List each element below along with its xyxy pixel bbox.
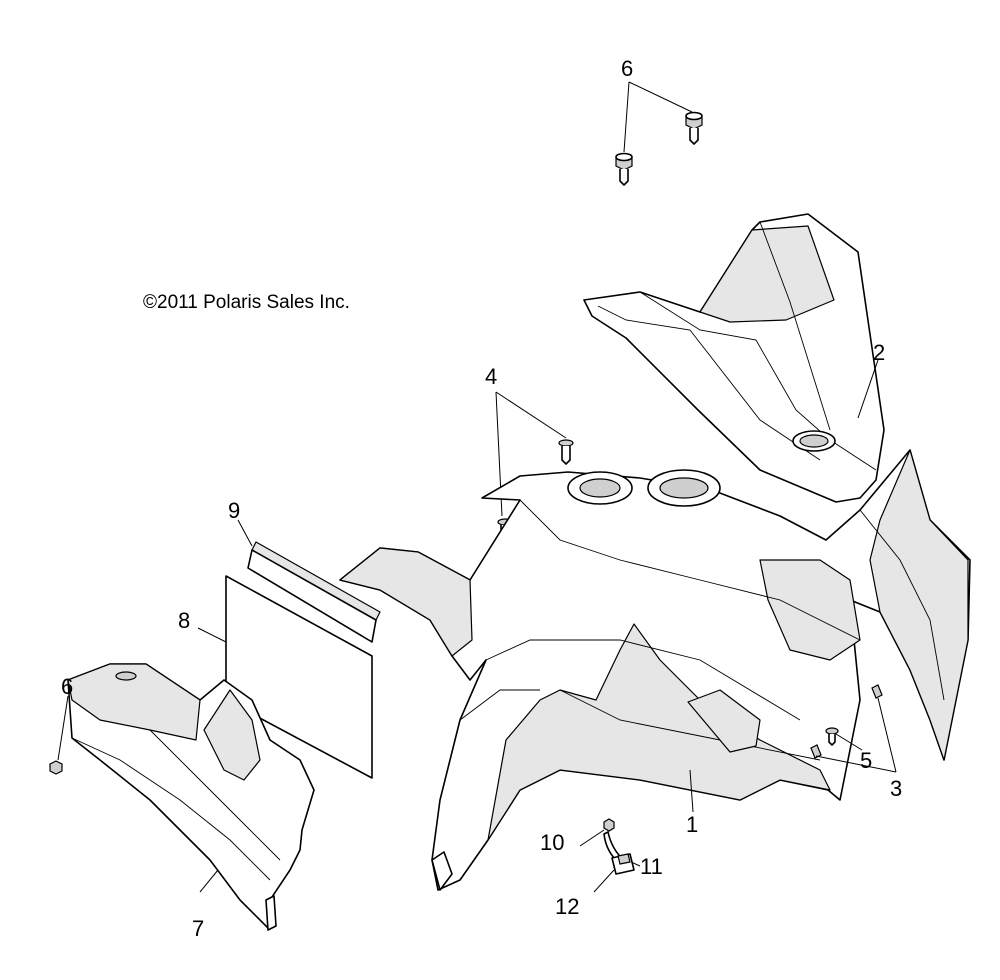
side-panel-7: 7 (67, 663, 315, 941)
callout-8: 8 (178, 608, 190, 633)
front-body-1: 1 (339, 449, 971, 891)
callout-7: 7 (192, 916, 204, 941)
callout-6-left: 6 (61, 674, 73, 699)
screw-6a (685, 111, 703, 145)
callout-12: 12 (555, 894, 579, 919)
callout-5: 5 (860, 748, 872, 773)
callout-6-top: 6 (621, 56, 633, 81)
screw-6b (615, 152, 633, 186)
callout-2: 2 (873, 340, 885, 365)
copyright-text: ©2011 Polaris Sales Inc. (143, 292, 350, 313)
fastener-6-left: 6 (49, 674, 73, 775)
screw-5: 5 (825, 727, 872, 773)
rear-cover-2: 2 (583, 213, 885, 503)
clip-3: 3 (810, 684, 902, 801)
callout-1: 1 (686, 812, 698, 837)
fastener-6-top: 6 (615, 56, 703, 186)
callout-4: 4 (485, 364, 497, 389)
callout-10: 10 (540, 830, 564, 855)
callout-9: 9 (228, 498, 240, 523)
decal-sheet-8: 8 (178, 575, 373, 779)
callout-11: 11 (640, 854, 663, 879)
clamp-12: 12 (555, 853, 635, 919)
foam-strip-9: 9 (228, 498, 381, 643)
bolt-10: 10 (540, 818, 615, 855)
callout-3: 3 (890, 776, 902, 801)
